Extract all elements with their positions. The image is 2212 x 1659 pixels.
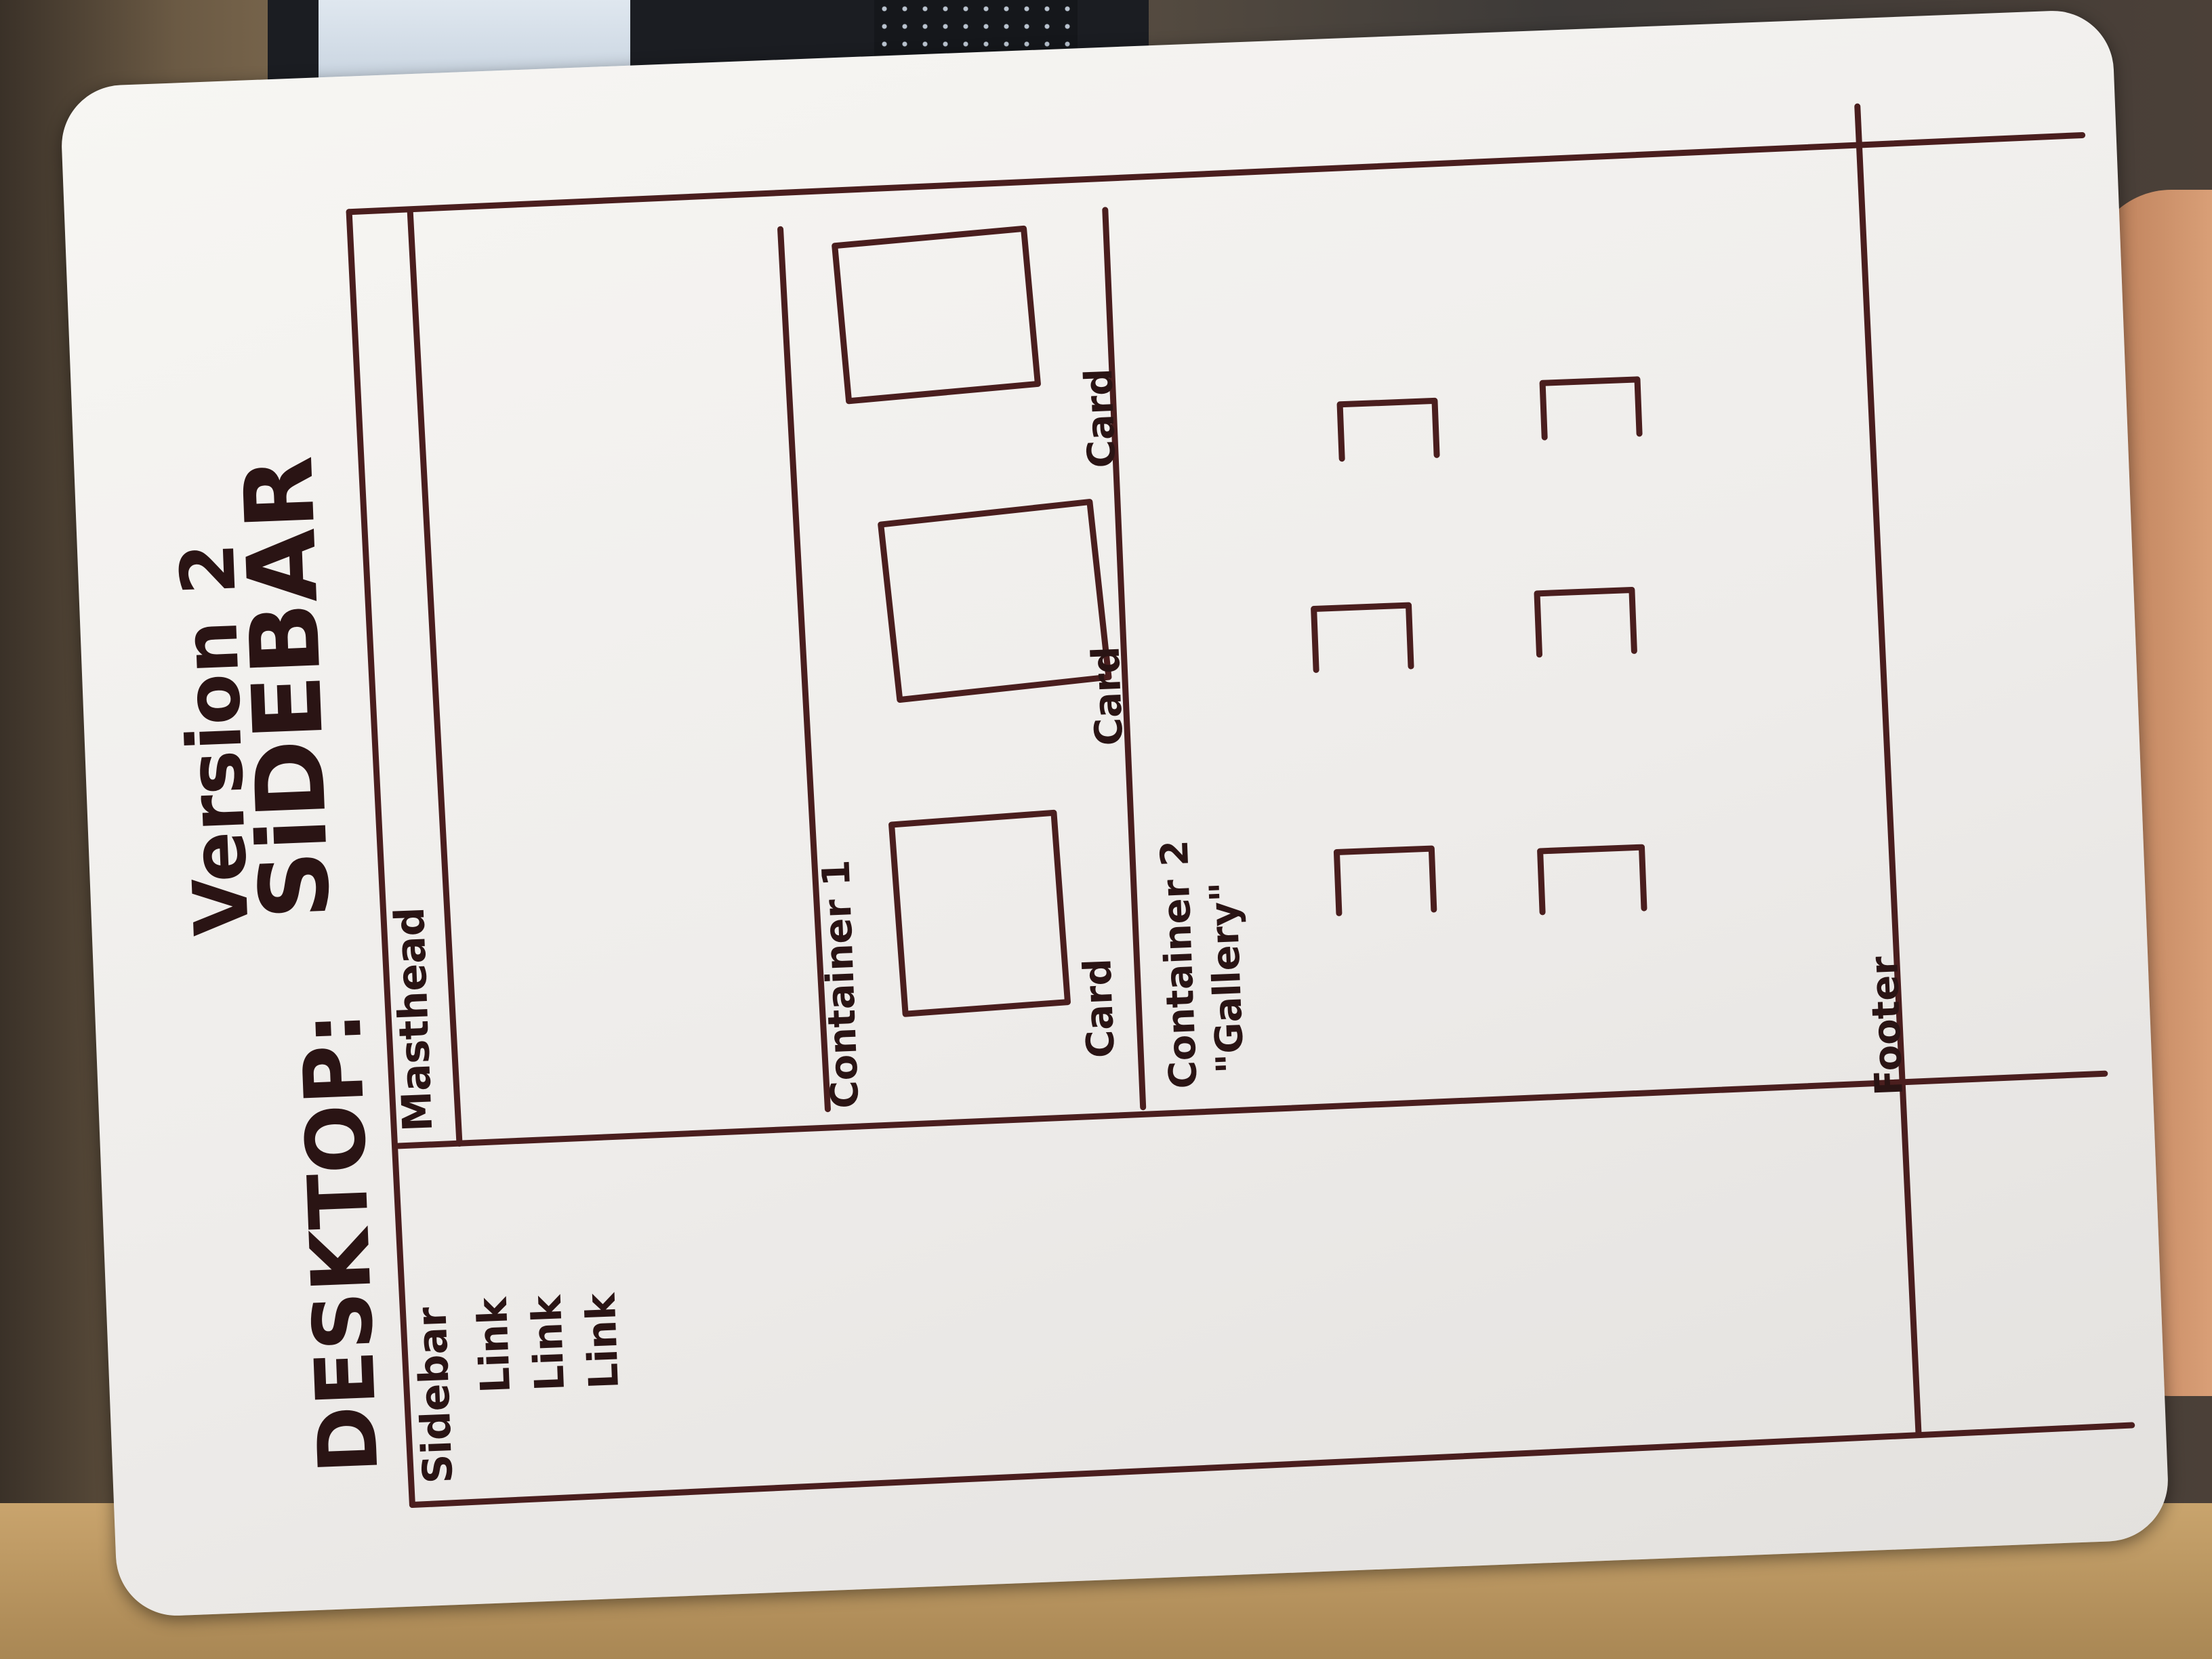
sidebar-link-1: Link [469,1295,520,1394]
gallery-thumb-1 [1336,397,1440,462]
gallery-thumb-3 [1333,845,1437,916]
footer-label: Footer [1862,956,1912,1097]
version-label: Version 2 [164,541,266,937]
gallery-thumb-5 [1534,586,1637,658]
container2-label: Container 2 [1153,839,1206,1089]
container2-sublabel: "Gallery" [1202,881,1253,1074]
frame-left-line [346,209,415,1509]
frame-bottom-line [409,1422,2135,1509]
card-box-2 [878,499,1112,703]
gallery-thumb-4 [1539,376,1643,441]
layout-label: DESKTOP: [285,1010,396,1475]
masthead-label: Masthead [386,906,443,1132]
card-label-3: Card [1077,368,1125,469]
container1-right-line [1102,207,1147,1111]
masthead-divider [407,206,463,1147]
wireframe-sketch: Version 2 SiDEBAR DESKTOP: Masthead Side… [164,103,2135,1509]
gallery-thumb-2 [1311,602,1414,673]
sidebar-link-3: Link [577,1291,628,1390]
sketch-title: SiDEBAR [224,454,352,921]
card-label-1: Card [1076,958,1124,1059]
card-box-3 [832,225,1041,405]
gallery-thumb-6 [1537,844,1647,916]
container1-label: Container 1 [814,859,867,1109]
sidebar-divider [395,1070,2108,1149]
footer-divider [1854,103,1922,1437]
card-box-1 [888,809,1071,1017]
container1-left-line [777,226,831,1113]
sidebar-link-2: Link [523,1293,574,1392]
whiteboard: Version 2 SiDEBAR DESKTOP: Masthead Side… [59,8,2171,1618]
sidebar-label: Sidebar [408,1306,462,1484]
frame-top-line [346,131,2086,216]
card-label-2: Card [1084,645,1132,746]
